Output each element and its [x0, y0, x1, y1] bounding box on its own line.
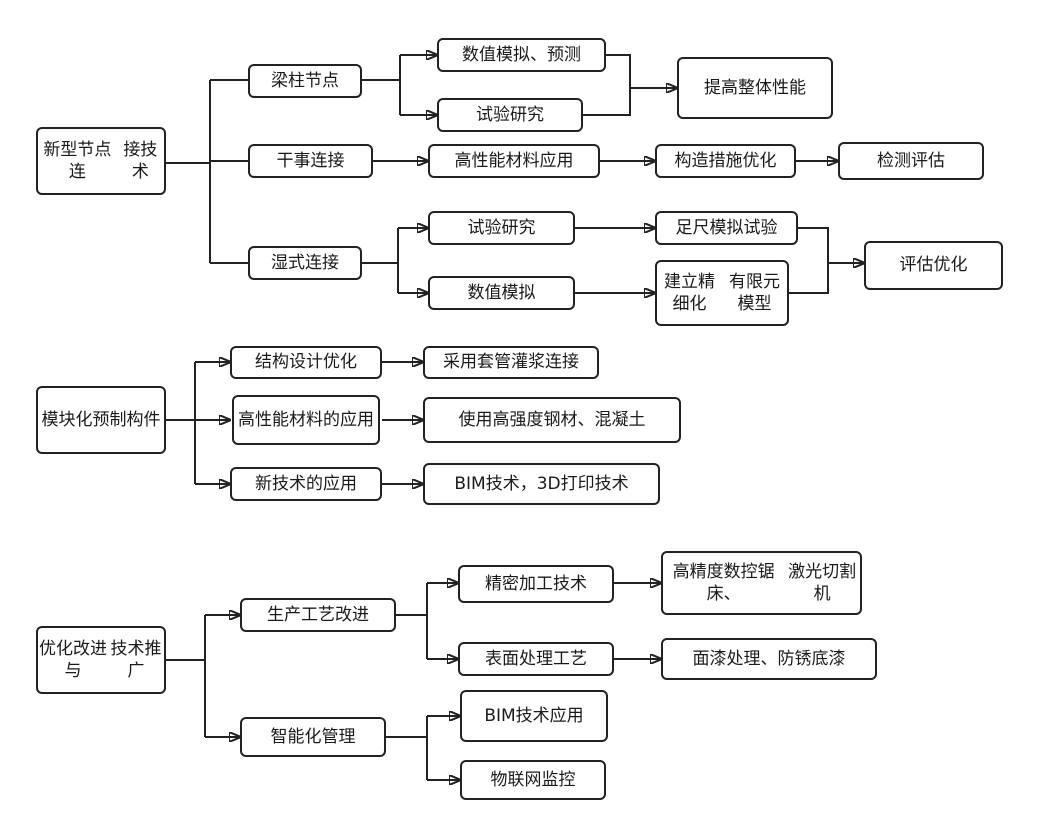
node-modular-prefab-components: 模块化预制构件	[36, 386, 166, 454]
node-topcoat-primer: 面漆处理、防锈底漆	[661, 638, 877, 680]
node-high-performance-material-application: 高性能材料应用	[428, 144, 600, 178]
connector-n4-branch	[362, 228, 399, 293]
node-structural-design-optimization: 结构设计优化	[230, 346, 382, 379]
node-bim-3d-printing: BIM技术，3D打印技术	[423, 463, 660, 505]
node-experimental-research-1: 试验研究	[437, 98, 583, 132]
node-high-strength-steel-concrete: 使用高强度钢材、混凝土	[423, 397, 681, 443]
node-refined-fem-model: 建立精细化有限元模型	[655, 260, 789, 326]
connector-n2-branch	[362, 55, 401, 115]
node-surface-treatment: 表面处理工艺	[458, 642, 614, 676]
node-new-technology-application: 新技术的应用	[230, 467, 382, 501]
node-wet-connection: 湿式连接	[248, 246, 362, 280]
node-beam-column-joint: 梁柱节点	[248, 64, 362, 98]
node-numerical-simulation: 数值模拟	[428, 276, 575, 310]
node-experimental-research-2: 试验研究	[428, 211, 575, 245]
node-dry-connection: 干事连接	[248, 144, 373, 178]
node-precision-machining: 精密加工技术	[458, 565, 614, 603]
connector-p3-branch	[386, 716, 428, 780]
connector-p2-branch	[396, 583, 428, 659]
node-structural-measure-optimization: 构造措施优化	[655, 144, 796, 178]
connector-m1-branch	[165, 362, 196, 484]
node-evaluation-optimization: 评估优化	[864, 241, 1003, 290]
node-optimization-promotion: 优化改进与技术推广	[36, 626, 166, 694]
node-cnc-saw-laser-cutter: 高精度数控锯床、激光切割机	[661, 551, 862, 615]
node-bim-application: BIM技术应用	[460, 690, 608, 742]
node-production-process-improvement: 生产工艺改进	[240, 598, 396, 632]
node-full-scale-simulation-test: 足尺模拟试验	[655, 211, 798, 245]
node-inspection-evaluation: 检测评估	[838, 142, 984, 180]
node-numerical-simulation-prediction: 数值模拟、预测	[437, 38, 606, 72]
node-high-performance-material-use: 高性能材料的应用	[232, 395, 380, 445]
node-intelligent-management: 智能化管理	[240, 717, 386, 757]
node-improve-overall-performance: 提高整体性能	[677, 57, 833, 119]
connector-p1-branch	[165, 615, 206, 737]
connector-n1-branch	[165, 79, 248, 264]
node-iot-monitoring: 物联网监控	[460, 760, 606, 800]
node-sleeve-grouting-connection: 采用套管灌浆连接	[423, 346, 599, 379]
node-new-joint-connection-tech: 新型节点连接技术	[36, 127, 166, 195]
connector-n13-n14-merge	[789, 227, 829, 294]
